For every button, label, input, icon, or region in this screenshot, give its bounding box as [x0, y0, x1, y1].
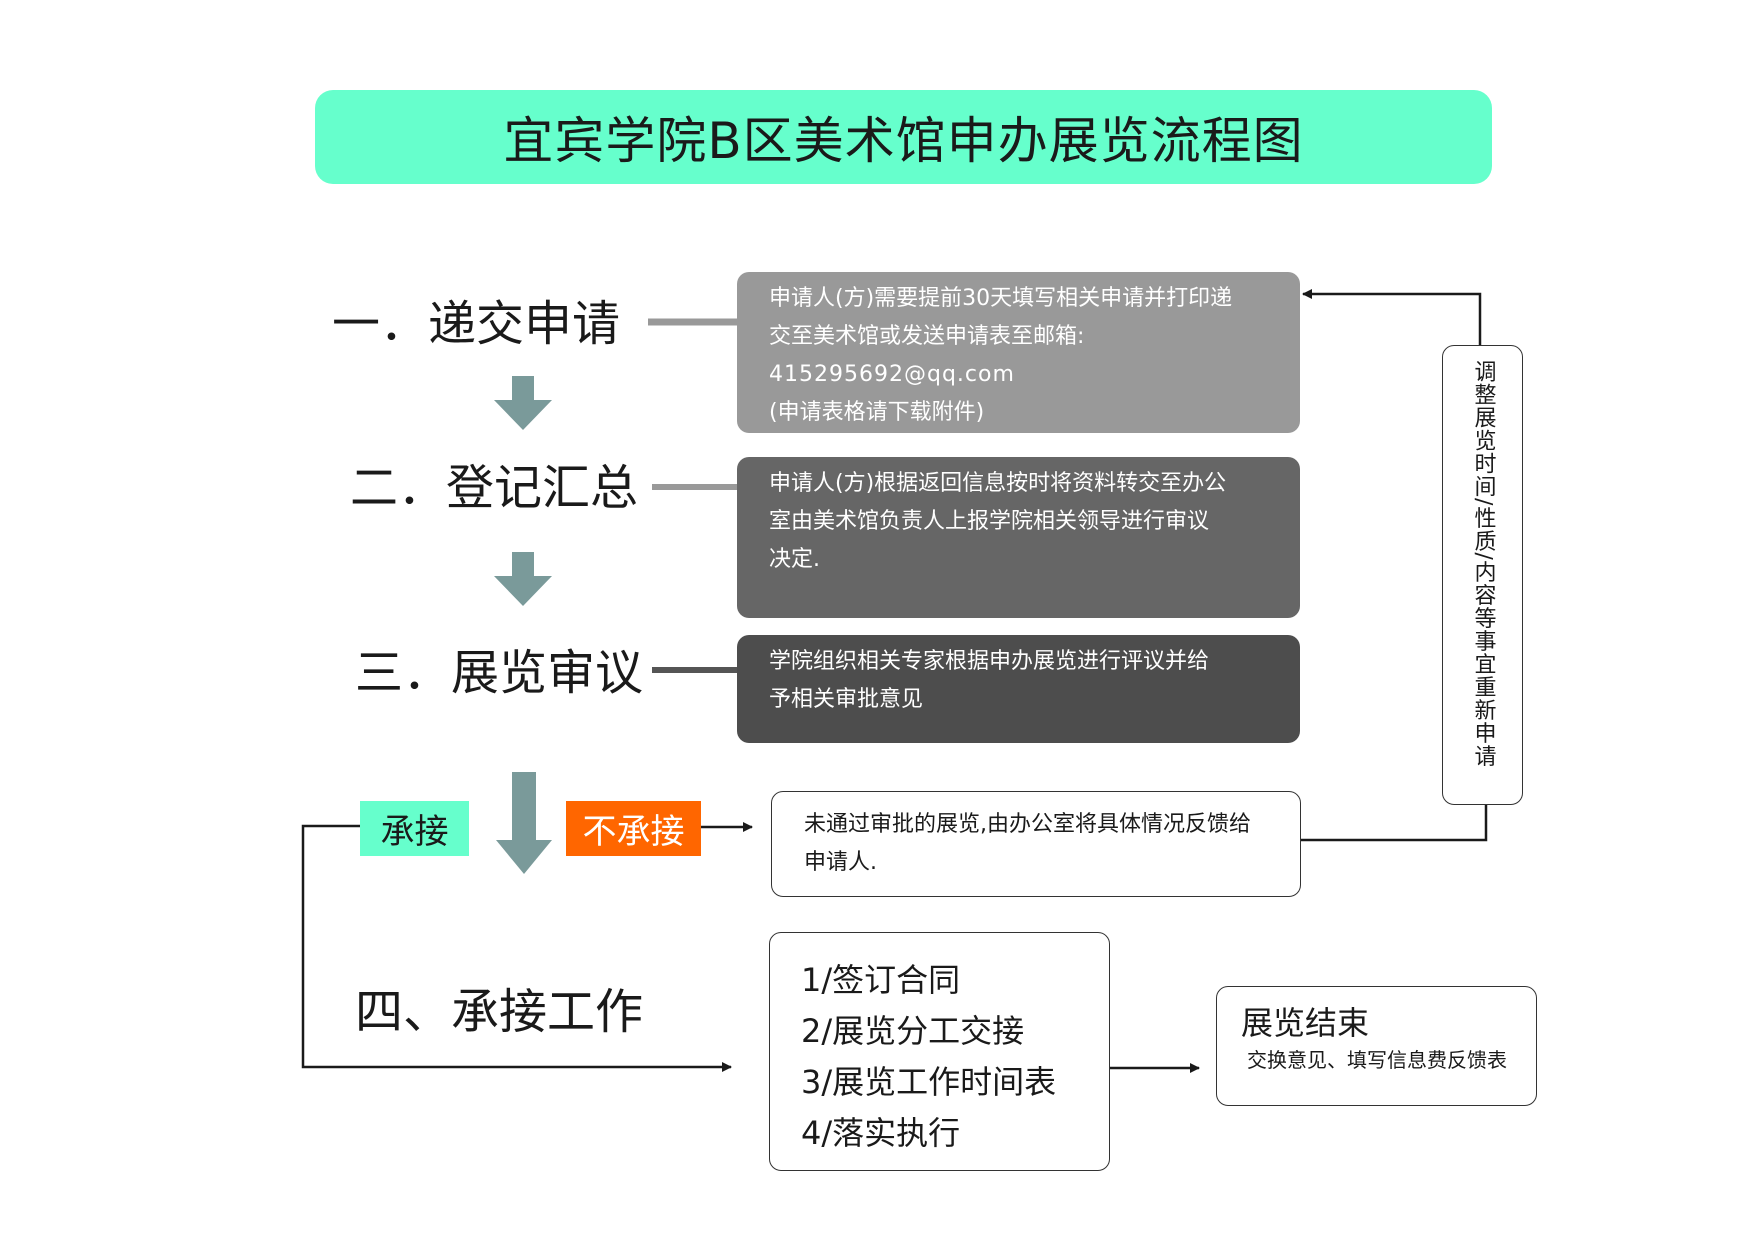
- resubmit-arrow: [1302, 289, 1482, 345]
- step1-email: 415295692@qq.com: [769, 362, 1015, 387]
- reject-line-1: 未通过审批的展览,由办公室将具体情况反馈给: [804, 812, 1251, 837]
- step1-line-1: 申请人(方)需要提前30天填写相关申请并打印递: [769, 286, 1233, 311]
- step1-line-2: 交至美术馆或发送申请表至邮箱:: [769, 324, 1085, 349]
- step3-description-box: 学院组织相关专家根据申办展览进行评议并给 予相关审批意见: [737, 635, 1300, 743]
- down-arrow-3: [496, 772, 552, 874]
- step4-item: 2/展览分工交接: [801, 1012, 1025, 1050]
- step4-label: 四、承接工作: [355, 984, 644, 1040]
- reject-line-2: 申请人.: [804, 850, 877, 875]
- exhibition-end-box: 展览结束 交换意见、填写信息费反馈表: [1216, 986, 1537, 1106]
- end-subtitle: 交换意见、填写信息费反馈表: [1247, 1048, 1507, 1072]
- step2-line-3: 决定.: [769, 547, 820, 572]
- reject-tag: 不承接: [566, 801, 701, 856]
- step3-label: 三．展览审议: [355, 645, 644, 701]
- step2-label: 二．登记汇总: [350, 460, 639, 516]
- reject-feedback-box: 未通过审批的展览,由办公室将具体情况反馈给 申请人.: [771, 791, 1301, 897]
- step2-line-2: 室由美术馆负责人上报学院相关领导进行审议: [769, 509, 1210, 534]
- step3-line-1: 学院组织相关专家根据申办展览进行评议并给: [769, 649, 1210, 674]
- resubmit-note-box: 调整展览时间/性质/内容等事宜重新申请: [1442, 345, 1523, 805]
- resubmit-note: 调整展览时间/性质/内容等事宜重新申请: [1470, 360, 1496, 768]
- step1-description-box: 申请人(方)需要提前30天填写相关申请并打印递 交至美术馆或发送申请表至邮箱: …: [737, 272, 1300, 433]
- step2-description-box: 申请人(方)根据返回信息按时将资料转交至办公 室由美术馆负责人上报学院相关领导进…: [737, 457, 1300, 618]
- accept-tag: 承接: [360, 801, 469, 856]
- step2-line-1: 申请人(方)根据返回信息按时将资料转交至办公: [769, 471, 1227, 496]
- step4-item: 3/展览工作时间表: [801, 1063, 1057, 1101]
- step4-item: 1/签订合同: [801, 961, 961, 999]
- title-banner: 宜宾学院B区美术馆申办展览流程图: [315, 90, 1492, 184]
- step3-line-2: 予相关审批意见: [769, 687, 924, 712]
- step4-items-box: 1/签订合同 2/展览分工交接 3/展览工作时间表 4/落实执行: [769, 932, 1110, 1171]
- step1-label: 一．递交申请: [332, 296, 621, 352]
- down-arrow-2: [494, 552, 552, 606]
- page-title: 宜宾学院B区美术馆申办展览流程图: [503, 112, 1304, 170]
- feedback-line: [1297, 805, 1488, 842]
- end-title: 展览结束: [1241, 1004, 1370, 1042]
- step4-item: 4/落实执行: [801, 1114, 961, 1152]
- step1-line-4: (申请表格请下载附件): [769, 400, 985, 425]
- down-arrow-1: [494, 376, 552, 430]
